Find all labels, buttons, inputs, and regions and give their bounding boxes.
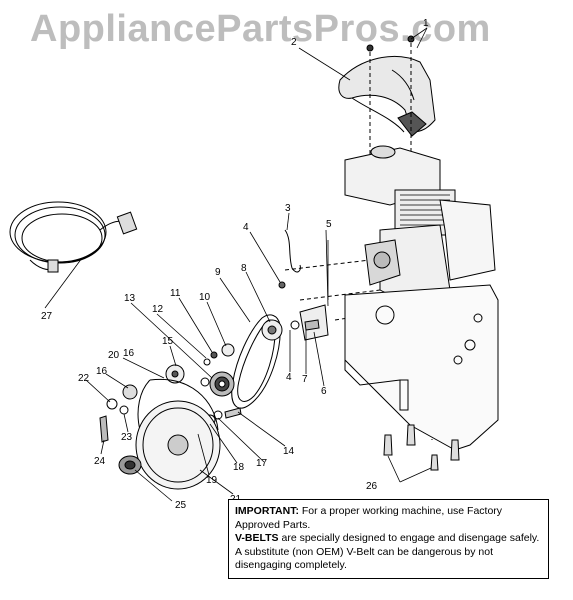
callout-11: 11 (170, 288, 181, 299)
part-20-belt-guide (137, 379, 151, 431)
callout-27: 27 (41, 311, 53, 322)
callout-12: 12 (152, 304, 164, 315)
part-25-hub (118, 455, 142, 475)
callout-16-lower: 16 (96, 366, 108, 377)
part-1-screws (366, 35, 415, 52)
callout-9: 9 (215, 267, 221, 278)
callout-23: 23 (121, 432, 133, 443)
part-8-pulley (261, 319, 283, 341)
callout-13: 13 (124, 293, 136, 304)
callout-6: 6 (321, 386, 327, 397)
part-26-bolts (383, 424, 460, 471)
callout-8: 8 (241, 263, 247, 274)
important-notice-box: IMPORTANT: For a proper working machine,… (228, 499, 549, 579)
callout-18: 18 (233, 462, 245, 473)
callout-25: 25 (175, 500, 187, 511)
part-16-washer (122, 384, 138, 400)
callout-2: 2 (291, 37, 297, 48)
callout-5: 5 (326, 219, 332, 230)
important-notice-paragraph: IMPORTANT: For a proper working machine,… (235, 505, 542, 532)
part-6-washer (290, 320, 300, 330)
part-7-bolt (304, 319, 320, 331)
part-23-washer (119, 405, 129, 415)
part-12-nut (203, 358, 211, 366)
callout-16-upper: 16 (123, 348, 135, 359)
engine-assembly (344, 145, 499, 451)
callout-10: 10 (199, 292, 211, 303)
leader-lines (44, 27, 432, 502)
watermark-logo-text: AppliancePartsPros.com (30, 8, 491, 50)
callout-17: 17 (256, 458, 268, 469)
vbelts-notice-paragraph: V-BELTS are specially designed to engage… (235, 532, 542, 573)
part-10-washer (221, 343, 235, 357)
part-3-spring (284, 229, 301, 273)
part-24-bolt (99, 415, 109, 443)
callout-24: 24 (94, 456, 106, 467)
part-11-screw (210, 351, 218, 359)
callout-3: 3 (285, 203, 291, 214)
callout-19: 19 (206, 475, 218, 486)
part-14-bolt (224, 407, 242, 419)
callout-14: 14 (283, 446, 295, 457)
important-text: For a proper working machine, use Factor… (235, 505, 503, 531)
part-21-auger-pulley (135, 378, 221, 490)
part-13-drive-pulley (209, 371, 235, 397)
callout-26: 26 (366, 481, 378, 492)
vbelts-text: are specially designed to engage and dis… (235, 532, 540, 572)
callout-7: 7 (302, 374, 308, 385)
callout-20: 20 (108, 350, 120, 361)
callout-1: 1 (423, 18, 429, 29)
part-17-washer (213, 410, 223, 420)
callout-4-lower: 4 (286, 372, 292, 383)
vbelts-label: V-BELTS (235, 532, 279, 545)
important-label: IMPORTANT: (235, 505, 299, 517)
part-4-screw (278, 281, 286, 289)
part-27-power-cord (9, 201, 138, 273)
part-2-engine-shroud (338, 55, 436, 137)
callout-22: 22 (78, 373, 90, 384)
part-12-spacer (200, 377, 210, 387)
part-22-nut (106, 398, 118, 410)
callout-4-upper: 4 (243, 222, 249, 233)
callout-15: 15 (162, 336, 174, 347)
